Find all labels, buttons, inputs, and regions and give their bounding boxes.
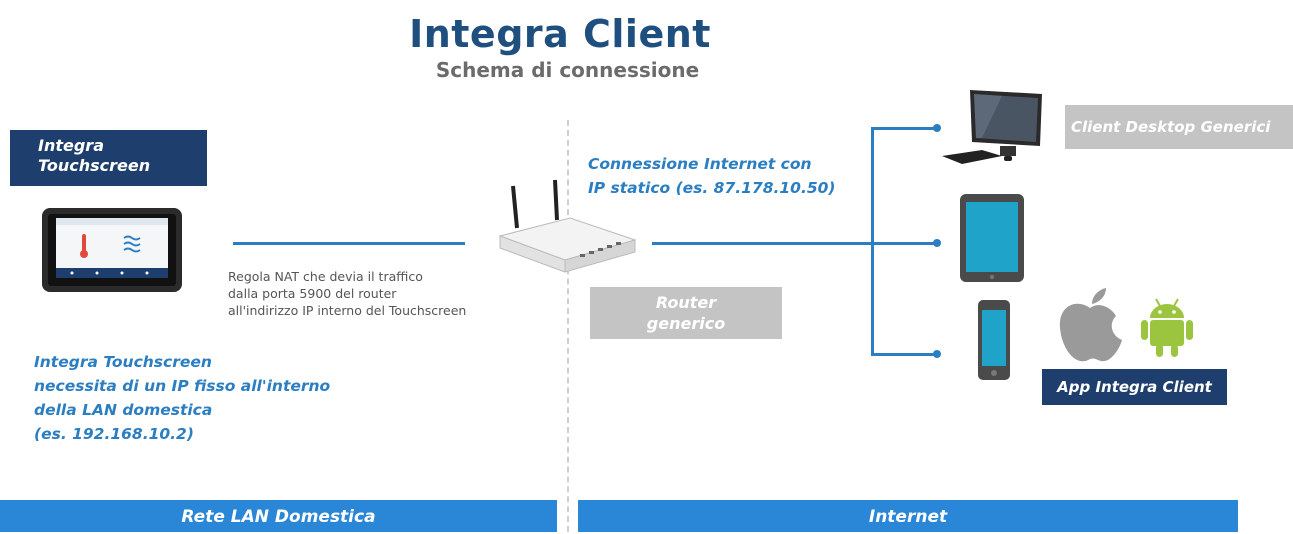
- router-icon: [495, 178, 640, 278]
- endpoint-dot-tablet: [933, 239, 941, 247]
- branch-vertical-line: [871, 127, 874, 356]
- page-title: Integra Client: [409, 12, 711, 56]
- branch-line-phone: [871, 353, 937, 356]
- internet-connection-note: Connessione Internet con IP statico (es.…: [588, 155, 836, 197]
- internet-connection-line: [652, 242, 872, 245]
- router-label: Router generico: [590, 287, 782, 339]
- internet-section-bar: Internet: [578, 500, 1238, 532]
- thermometer-icon: [80, 234, 88, 258]
- endpoint-dot-desktop: [933, 124, 941, 132]
- android-logo-icon: [1138, 296, 1196, 358]
- endpoint-dot-phone: [933, 350, 941, 358]
- nat-rule-note: Regola NAT che devia il traffico dalla p…: [228, 269, 467, 318]
- static-ip-note: Integra Touchscreen necessita di un IP f…: [34, 353, 331, 443]
- lan-connection-line: [233, 242, 465, 245]
- tablet-icon: [958, 192, 1026, 284]
- app-label: App Integra Client: [1042, 369, 1227, 405]
- smartphone-icon: [976, 298, 1012, 382]
- waves-icon: [123, 235, 141, 253]
- page-subtitle: Schema di connessione: [435, 58, 700, 82]
- desktop-clients-label: Client Desktop Generici: [1065, 105, 1293, 149]
- apple-logo-icon: [1056, 288, 1124, 366]
- touchscreen-device-icon: [12, 198, 208, 298]
- desktop-computer-icon: [942, 88, 1052, 168]
- branch-line-desktop: [871, 127, 937, 130]
- network-divider: [567, 120, 569, 532]
- touchscreen-label: Integra Touchscreen: [10, 130, 207, 186]
- branch-line-tablet: [871, 242, 937, 245]
- lan-section-bar: Rete LAN Domestica: [0, 500, 557, 532]
